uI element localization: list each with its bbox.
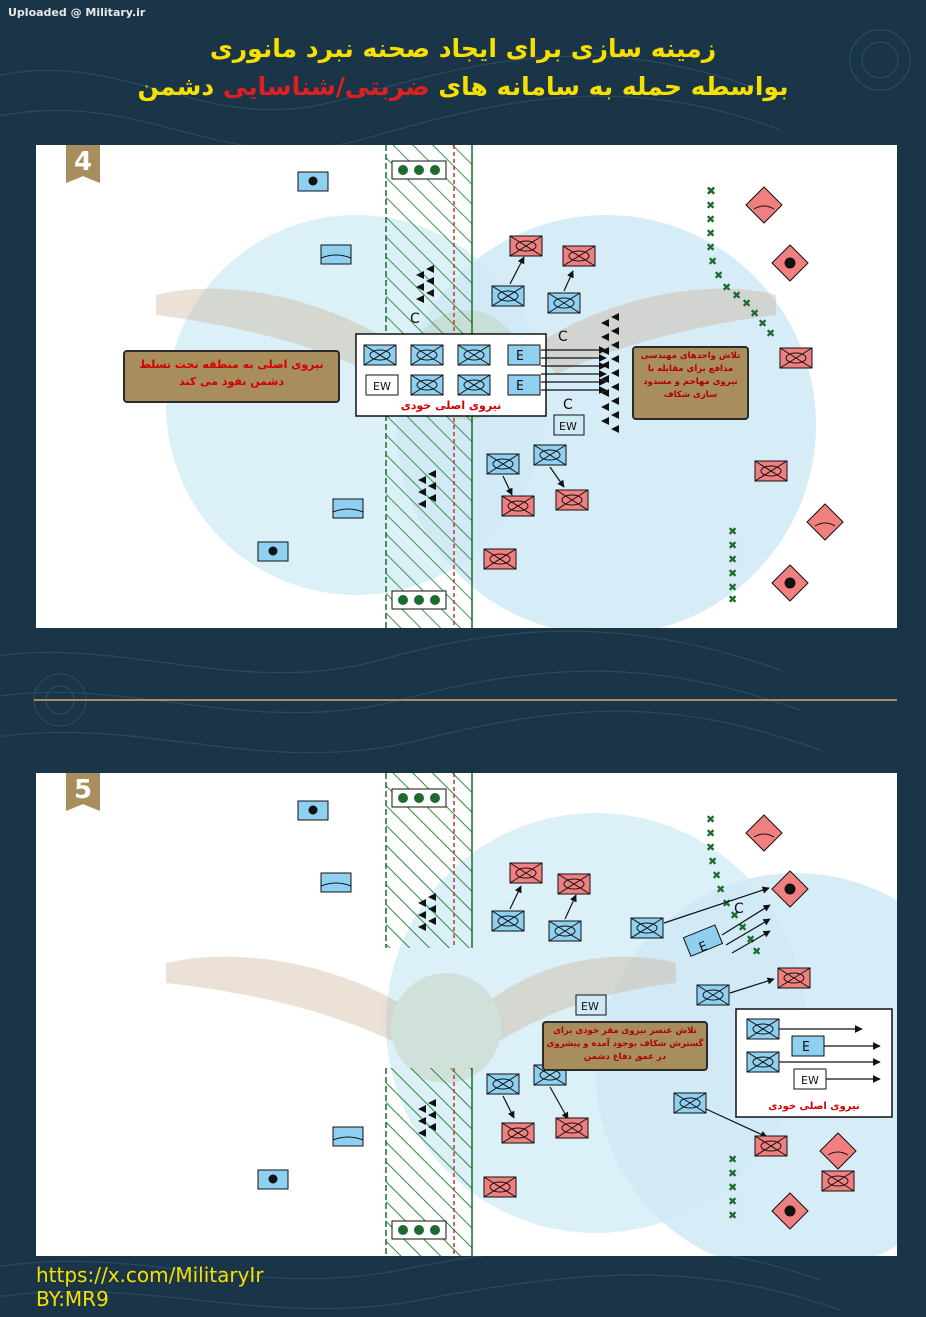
ew-unit-box [553, 414, 585, 436]
title-line-2: بواسطه حمله به سامانه های ضربتی/شناسایی … [0, 72, 926, 101]
svg-text:✖: ✖ [706, 827, 715, 840]
svg-text:✖: ✖ [716, 883, 725, 896]
main-force-label: نیروی اصلی خودی [768, 1101, 859, 1112]
svg-text:✖: ✖ [706, 213, 715, 226]
svg-text:✖: ✖ [728, 593, 737, 606]
enemy-diamonds [745, 186, 844, 602]
footer-url[interactable]: https://x.com/MilitaryIr [36, 1263, 264, 1287]
svg-text:✖: ✖ [742, 297, 751, 310]
engineer-symbol: E [802, 1040, 810, 1055]
enemy-diamonds [745, 814, 857, 1230]
section-divider [34, 699, 897, 701]
title-line-2-after: دشمن [137, 72, 215, 101]
friendly-units-forward [486, 285, 581, 475]
ew-label-main: EW [801, 1074, 819, 1087]
main-force-label: نیروی اصلی خودی [401, 399, 502, 412]
svg-text:✖: ✖ [728, 525, 737, 538]
note-main-force-penetrates: نیروی اصلی به منطقه تحت تسلط دشمن نفوذ م… [123, 350, 340, 403]
main-force-units [363, 344, 541, 396]
minefield-bottom [391, 590, 447, 610]
svg-text:✖: ✖ [728, 1181, 737, 1194]
c-label-4a: C [558, 329, 568, 345]
note-expand-breach: تلاش عنصر نیروی مقر خودی برای گسترش شکاف… [542, 1021, 708, 1071]
svg-text:✖: ✖ [738, 921, 747, 934]
c-label-4c: C [410, 311, 420, 327]
attack-arrows [502, 256, 574, 496]
attack-arrows [502, 885, 775, 1138]
engineer-symbol: E [516, 349, 524, 364]
svg-text:✖: ✖ [728, 1167, 737, 1180]
c-label-5: C [734, 901, 744, 917]
title-line-2-highlight: ضربتی/شناسایی [222, 72, 430, 101]
ew-label-side: EW [559, 420, 577, 433]
c-label-4b: C [563, 397, 573, 413]
svg-text:✖: ✖ [722, 281, 731, 294]
ew-label-field: EW [581, 1000, 599, 1013]
enemy-units [483, 862, 855, 1198]
svg-text:✖: ✖ [728, 553, 737, 566]
svg-text:✖: ✖ [752, 945, 761, 958]
svg-text:✖: ✖ [758, 317, 767, 330]
minefield-top [391, 160, 447, 180]
engineer-unit-rotated [682, 924, 724, 957]
ew-label-main: EW [373, 380, 391, 393]
minefield-top [391, 788, 447, 808]
battle-diagram-4: ✖ ✖✖✖✖ ✖✖✖✖ ✖✖✖✖ ✖✖✖✖✖✖ E E EW [156, 145, 844, 628]
svg-text:✖: ✖ [706, 841, 715, 854]
svg-text:✖: ✖ [708, 255, 717, 268]
svg-text:✖: ✖ [712, 869, 721, 882]
svg-text:✖: ✖ [728, 539, 737, 552]
note-enemy-engineers: تلاش واحدهای مهندسی مدافع برای مقابله با… [632, 346, 749, 420]
svg-text:✖: ✖ [732, 289, 741, 302]
enemy-units [483, 235, 813, 570]
svg-text:✖: ✖ [706, 227, 715, 240]
svg-text:✖: ✖ [750, 307, 759, 320]
obstacle-line-right: ✖ [706, 184, 716, 198]
svg-text:✖: ✖ [708, 855, 717, 868]
main-force-arrows [779, 1025, 881, 1083]
friendly-unit-rear [257, 800, 364, 1190]
engineer-symbol: E [516, 379, 524, 394]
breach-marks [416, 265, 619, 508]
uploaded-watermark: Uploaded @ Military.ir [8, 6, 146, 19]
friendly-units-forward [486, 910, 730, 1114]
svg-text:✖: ✖ [722, 897, 731, 910]
svg-text:✖: ✖ [728, 1153, 737, 1166]
svg-text:✖: ✖ [728, 581, 737, 594]
title-line-2-before: بواسطه حمله به سامانه های [438, 72, 789, 101]
svg-text:✖: ✖ [766, 327, 775, 340]
svg-text:✖: ✖ [714, 269, 723, 282]
obstacle-line: ✖✖✖✖ ✖✖✖✖ ✖✖✖✖ ✖✖✖✖✖✖ [706, 199, 775, 606]
ew-unit-box [575, 994, 607, 1016]
panel-step-4: ✖ ✖✖✖✖ ✖✖✖✖ ✖✖✖✖ ✖✖✖✖✖✖ E E EW [36, 145, 897, 628]
svg-text:✖: ✖ [728, 567, 737, 580]
svg-text:✖: ✖ [730, 909, 739, 922]
svg-text:✖: ✖ [706, 813, 715, 826]
battle-diagram-5: ✖✖✖✖ ✖✖✖✖ ✖✖✖ ✖✖✖✖✖ E [166, 773, 897, 1256]
breach-marks [418, 893, 436, 1137]
svg-text:✖: ✖ [728, 1195, 737, 1208]
svg-text:✖: ✖ [728, 1209, 737, 1222]
title-line-1: زمینه سازی برای ایجاد صحنه نبرد مانوری [209, 34, 717, 63]
friendly-unit-rear [257, 171, 364, 562]
minefield-bottom [391, 1220, 447, 1240]
main-force-units [746, 1018, 827, 1090]
svg-text:✖: ✖ [706, 241, 715, 254]
svg-text:✖: ✖ [746, 933, 755, 946]
footer-author: BY:MR9 [36, 1287, 109, 1311]
advance-arrows [541, 346, 607, 394]
svg-text:✖: ✖ [706, 199, 715, 212]
obstacle-line: ✖✖✖✖ ✖✖✖✖ ✖✖✖ ✖✖✖✖✖ [706, 813, 761, 1222]
panel-step-5: ✖✖✖✖ ✖✖✖✖ ✖✖✖ ✖✖✖✖✖ E [36, 773, 897, 1256]
